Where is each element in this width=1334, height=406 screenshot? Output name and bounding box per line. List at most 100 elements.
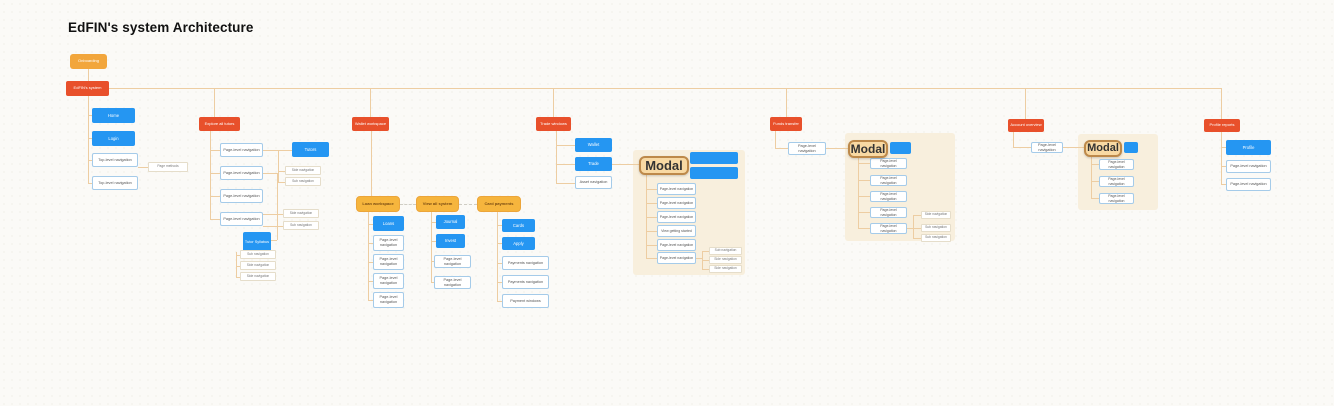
label-sub-nav-6[interactable]: Sub navigation: [921, 234, 951, 242]
node-trade[interactable]: Trade: [575, 157, 612, 171]
node-apply[interactable]: Apply: [502, 237, 535, 250]
node-modal3-nav-3[interactable]: Page-level navigation: [1099, 193, 1134, 204]
node-explore-all-tutors[interactable]: Explore all tutors: [199, 117, 240, 131]
node-page-level-nav-b3[interactable]: Page-level navigation: [373, 273, 404, 289]
connector-line: [702, 260, 709, 261]
node-trade-windows[interactable]: Trade windows: [536, 117, 571, 131]
node-page-level-nav-a2[interactable]: Page-level navigation: [220, 166, 263, 180]
node-page-level-nav-c2[interactable]: Page-level navigation: [434, 276, 471, 289]
label-page-methods[interactable]: Page methods: [148, 162, 188, 172]
node-page-level-nav-c1[interactable]: Page-level navigation: [434, 255, 471, 268]
node-invest[interactable]: Invest: [436, 234, 465, 248]
label-sub-nav-1[interactable]: Sub navigation: [285, 177, 321, 186]
bar-funds-modal[interactable]: [890, 142, 911, 154]
node-onboarding[interactable]: Onboarding: [70, 54, 107, 69]
node-page-level-nav-d1[interactable]: Page-level navigation: [788, 142, 826, 155]
connector-line: [556, 183, 575, 184]
node-modal2-nav-3[interactable]: Page-level navigation: [870, 191, 907, 202]
label-sub-nav-2[interactable]: Sub navigation: [283, 221, 319, 230]
label-sub-nav-4[interactable]: Sub navigation: [709, 247, 742, 255]
node-page-level-nav-a3[interactable]: Page-level navigation: [220, 189, 263, 203]
node-modal1-nav-1[interactable]: Page-level navigation: [657, 183, 696, 195]
node-tutor-syllabus[interactable]: Tutor Syllabus: [243, 232, 271, 252]
connector-line: [368, 300, 373, 301]
bar-trade-modal-1[interactable]: [690, 152, 738, 164]
connector-line: [826, 148, 848, 149]
connector-line: [702, 251, 709, 252]
node-edfins-system[interactable]: EdFIN's system: [66, 81, 109, 96]
node-top-level-nav-2[interactable]: Top-level navigation: [92, 176, 138, 190]
node-page-level-nav-e1[interactable]: Page-level navigation: [1031, 142, 1063, 153]
node-page-level-nav-b4[interactable]: Page-level navigation: [373, 292, 404, 308]
modal-tag-account[interactable]: Modal: [1084, 140, 1122, 157]
label-sub-nav-3[interactable]: Sub navigation: [240, 250, 276, 259]
node-modal1-nav-6[interactable]: Page-level navigation: [657, 252, 696, 264]
connector-line: [1221, 147, 1226, 148]
node-payment-windows[interactable]: Payment windows: [502, 294, 549, 308]
node-modal2-nav-5[interactable]: Page-level navigation: [870, 223, 907, 234]
bar-account-modal[interactable]: [1124, 142, 1138, 153]
node-wallet[interactable]: Wallet: [575, 138, 612, 152]
node-top-level-nav-1[interactable]: Top-level navigation: [92, 153, 138, 167]
connector-line: [263, 226, 283, 227]
node-page-level-nav-f2[interactable]: Page-level navigation: [1226, 178, 1271, 191]
node-payments-nav-2[interactable]: Payments navigation: [502, 275, 549, 289]
bar-trade-modal-2[interactable]: [690, 167, 738, 179]
label-side-nav-5[interactable]: Side navigation: [709, 256, 742, 264]
node-login[interactable]: Login: [92, 131, 135, 146]
node-profile-reports[interactable]: Profile reports: [1204, 119, 1240, 132]
label-side-nav-1[interactable]: Side navigation: [285, 166, 321, 175]
label-sub-nav-5[interactable]: Sub navigation: [921, 224, 951, 232]
connector-line: [646, 203, 657, 204]
connector-line: [236, 266, 240, 267]
node-page-level-nav-b2[interactable]: Page-level navigation: [373, 254, 404, 270]
node-profile[interactable]: Profile: [1226, 140, 1271, 155]
node-account-overview[interactable]: Account overview: [1008, 119, 1044, 132]
node-modal1-nav-5[interactable]: Page-level navigation: [657, 239, 696, 251]
connector-line: [497, 263, 502, 264]
node-wallet-workspace[interactable]: Wallet workspace: [352, 117, 389, 131]
node-tutors[interactable]: Tutors: [292, 142, 329, 157]
diagram-title: EdFIN's system Architecture: [68, 20, 254, 35]
connector-line: [1221, 132, 1222, 184]
node-modal2-nav-2[interactable]: Page-level navigation: [870, 175, 907, 186]
node-modal1-nav-3[interactable]: Page-level navigation: [657, 211, 696, 223]
node-payments-nav-1[interactable]: Payments navigation: [502, 256, 549, 270]
node-page-level-nav-a1[interactable]: Page-level navigation: [220, 143, 263, 157]
node-modal2-nav-1[interactable]: Page-level navigation: [870, 158, 907, 169]
node-journal[interactable]: Journal: [436, 215, 465, 229]
node-page-level-nav-a4[interactable]: Page-level navigation: [220, 212, 263, 226]
connector-line: [263, 173, 277, 174]
modal-tag-trade[interactable]: Modal: [639, 156, 689, 175]
connector-line: [646, 231, 657, 232]
node-view-all-system[interactable]: View all system: [416, 196, 459, 212]
connector-line: [263, 150, 292, 151]
node-card-payments[interactable]: Card payments: [477, 196, 521, 212]
connector-line: [400, 204, 416, 205]
connector-line: [913, 238, 921, 239]
connector-line: [431, 222, 436, 223]
modal-tag-funds[interactable]: Modal: [848, 140, 888, 158]
node-page-level-nav-b1[interactable]: Page-level navigation: [373, 235, 404, 251]
node-loans[interactable]: Loans: [373, 216, 404, 231]
label-side-nav-6[interactable]: Side navigation: [709, 265, 742, 273]
node-modal1-nav-4[interactable]: View getting started: [657, 225, 696, 237]
node-modal1-nav-2[interactable]: Page-level navigation: [657, 197, 696, 209]
connector-line: [858, 180, 870, 181]
node-funds-transfer[interactable]: Funds transfer: [770, 117, 802, 131]
label-side-nav-7[interactable]: Side navigation: [921, 211, 951, 219]
node-loan-workspace[interactable]: Loan workspace: [356, 196, 400, 212]
node-cards[interactable]: Cards: [502, 219, 535, 232]
label-side-nav-2[interactable]: Side navigation: [283, 209, 319, 218]
node-asset-navigation[interactable]: Asset navigation: [575, 176, 612, 189]
label-side-nav-3[interactable]: Side navigation: [240, 261, 276, 270]
node-page-level-nav-f1[interactable]: Page-level navigation: [1226, 160, 1271, 173]
connector-line: [913, 228, 921, 229]
label-side-nav-4[interactable]: Side navigation: [240, 272, 276, 281]
node-modal3-nav-1[interactable]: Page-level navigation: [1099, 159, 1134, 170]
connector-line: [497, 225, 503, 226]
node-modal2-nav-4[interactable]: Page-level navigation: [870, 207, 907, 218]
node-home[interactable]: Home: [92, 108, 135, 123]
node-modal3-nav-2[interactable]: Page-level navigation: [1099, 176, 1134, 187]
